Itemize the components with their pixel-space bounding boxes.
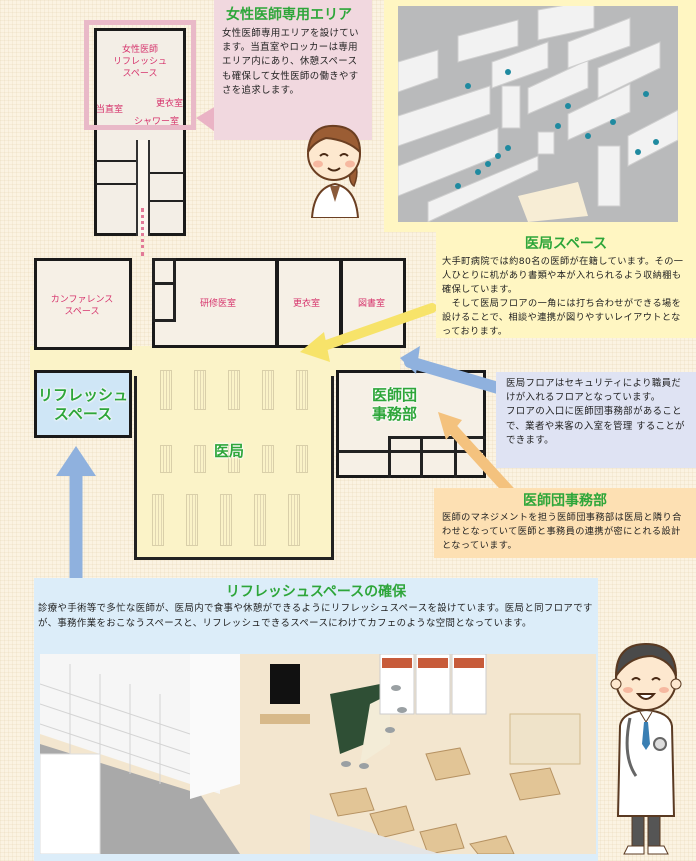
desk: [160, 370, 172, 410]
jimu-dept-body: 医師のマネジメントを担う医師団事務部は医局と隣り合わせとなっていて医師と事務員の…: [442, 512, 682, 551]
security-note-body-p1: 医局フロアはセキュリティにより職員だけが入れるフロアとなっています。: [506, 378, 682, 404]
shower-room-label: シャワー室: [134, 117, 180, 127]
desk: [186, 494, 198, 546]
female-area-highlight: [84, 20, 196, 130]
female-changing-label: 更衣室: [156, 99, 184, 109]
refresh-space-label: リフレッシュ スペース: [37, 386, 128, 423]
refresh-space-room: [34, 370, 132, 438]
desk: [194, 445, 206, 473]
desk: [228, 370, 240, 410]
wall: [388, 436, 486, 439]
male-doctor-illustration: [600, 626, 692, 856]
wall: [96, 160, 136, 162]
ikyoku-space-body-p1: 大手町病院では約80名の医師が在籍しています。その一人ひとりに机があり書類や本が…: [442, 256, 684, 295]
duty-room-label: 当直室: [96, 105, 124, 115]
blue-arrow-icon: [400, 346, 504, 394]
security-note-panel: 医局フロアはセキュリティにより職員だけが入れるフロアとなっています。 フロアの入…: [496, 372, 696, 468]
desk: [228, 445, 240, 473]
desk: [288, 494, 300, 546]
blue-up-arrow-icon: [56, 446, 96, 587]
desk: [220, 494, 232, 546]
ikyoku-photo: [398, 6, 678, 222]
wall: [152, 258, 176, 322]
desk: [152, 494, 164, 546]
jimu-dept-label: 医師団 事務部: [372, 386, 418, 423]
wall: [454, 436, 457, 478]
wall: [150, 172, 184, 174]
library-label: 図書室: [358, 299, 386, 309]
desk: [296, 370, 308, 410]
desk: [194, 370, 206, 410]
female-area-title: 女性医師専用エリア: [226, 7, 352, 23]
conference-label: カンファレンス スペース: [50, 295, 114, 317]
changing-room-label: 更衣室: [293, 299, 321, 309]
security-note-body-p2: フロアの入口に医師団事務部があることで、業者や来客の入室を管理 することができま…: [506, 406, 685, 446]
desk: [262, 370, 274, 410]
wall: [150, 200, 184, 202]
refresh-space-title: リフレッシュスペースの確保: [225, 584, 407, 600]
ikyoku-desks-mid: [160, 445, 308, 473]
desk: [296, 445, 308, 473]
ikyoku-desks-bottom: [152, 494, 300, 546]
ikyoku-desks-top: [160, 370, 308, 410]
desk: [160, 445, 172, 473]
wall: [336, 450, 486, 453]
orange-arrow-icon: [438, 412, 516, 498]
wall: [388, 436, 391, 478]
wall: [420, 436, 423, 478]
ikyoku-space-title: 医局スペース: [524, 236, 608, 252]
conference-room: [34, 258, 132, 350]
refresh-space-body: 診療や手術等で多忙な医師が、医局内で食事や休憩ができるようにリフレッシュスペース…: [38, 603, 593, 629]
jimu-dept-panel: 医師団事務部 医師のマネジメントを担う医師団事務部は医局と隣り合わせとなっていて…: [434, 488, 696, 558]
female-area-body: 女性医師専用エリアを設けています。当直室やロッカーは専用エリア内にあり、休憩スペ…: [222, 28, 359, 96]
trainee-room-label: 研修医室: [200, 299, 237, 309]
yellow-arrow-icon: [300, 303, 437, 362]
female-refresh-label: 女性医師 リフレッシュ スペース: [112, 45, 167, 79]
refresh-space-photo: [40, 654, 596, 854]
ikyoku-space-panel: 医局スペース 大手町病院では約80名の医師が在籍しています。その一人ひとりに机が…: [436, 230, 696, 338]
dotted-connector: [141, 208, 145, 256]
jimu-dept-room: [336, 370, 486, 478]
wall: [96, 183, 136, 185]
desk: [262, 445, 274, 473]
ikyoku-space-body-p2: そして医局フロアの一角には打ち合わせができる場を設けることで、相談や連携が図りや…: [442, 298, 682, 337]
female-area-panel: 女性医師専用エリア 女性医師専用エリアを設けています。当直室やロッカーは専用エリ…: [214, 0, 372, 140]
wall: [152, 282, 176, 285]
desk: [254, 494, 266, 546]
jimu-dept-title: 医師団事務部: [523, 493, 607, 509]
female-doctor-illustration: [296, 106, 374, 219]
ikyoku-label: 医局: [214, 442, 245, 460]
female-wing-corridor: [136, 140, 150, 236]
